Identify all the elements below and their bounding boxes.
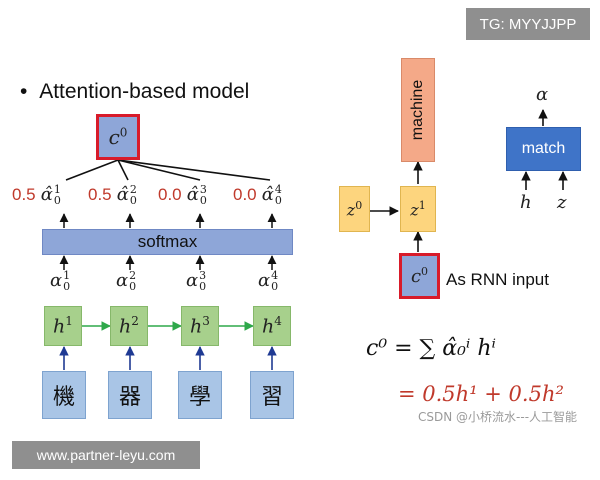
fan-line-4 [117, 159, 271, 181]
watermark-csdn: CSDN @小桥流水---人工智能 [418, 410, 578, 424]
rnn-input-context-box: c0 [399, 253, 440, 299]
hidden-state-2: h2 [110, 306, 148, 346]
context-vector-label: c0 [108, 125, 128, 149]
fan-line-3 [117, 159, 201, 181]
decoder-state-z0: z0 [339, 186, 370, 232]
match-input-h: h [520, 192, 532, 213]
match-output-alpha: α [536, 84, 549, 105]
equation-line-1: c⁰ = ∑ α̂₀ⁱ hⁱ [366, 336, 496, 361]
watermark-top-right: TG: MYYJJPP [466, 8, 590, 40]
input-token-2: 器 [108, 371, 152, 419]
hidden-state-3: h3 [181, 306, 219, 346]
fan-line-2 [117, 159, 129, 181]
input-token-1: 機 [42, 371, 86, 419]
hidden-state-1: h1 [44, 306, 82, 346]
context-vector-box: c0 [96, 114, 140, 160]
heading-text: Attention-based model [39, 80, 250, 103]
watermark-bottom-left: www.partner-leyu.com [12, 441, 200, 469]
softmax-bar: softmax [42, 229, 293, 255]
match-input-z: z [557, 192, 567, 213]
decoder-state-z1: z1 [400, 186, 436, 232]
rnn-input-label: As RNN input [446, 270, 549, 289]
softmax-label: softmax [137, 232, 198, 251]
output-word: machine [409, 79, 427, 141]
fan-line-1 [65, 159, 119, 181]
heading: • Attention-based model [20, 80, 249, 104]
bullet: • [20, 80, 28, 103]
match-box: match [506, 127, 581, 171]
input-token-4: 習 [250, 371, 294, 419]
hidden-state-4: h4 [253, 306, 291, 346]
equation-line-2: = 0.5h¹ + 0.5h² [398, 382, 564, 406]
input-token-3: 學 [178, 371, 222, 419]
output-word-box: machine [401, 58, 435, 162]
match-label: match [521, 140, 566, 157]
